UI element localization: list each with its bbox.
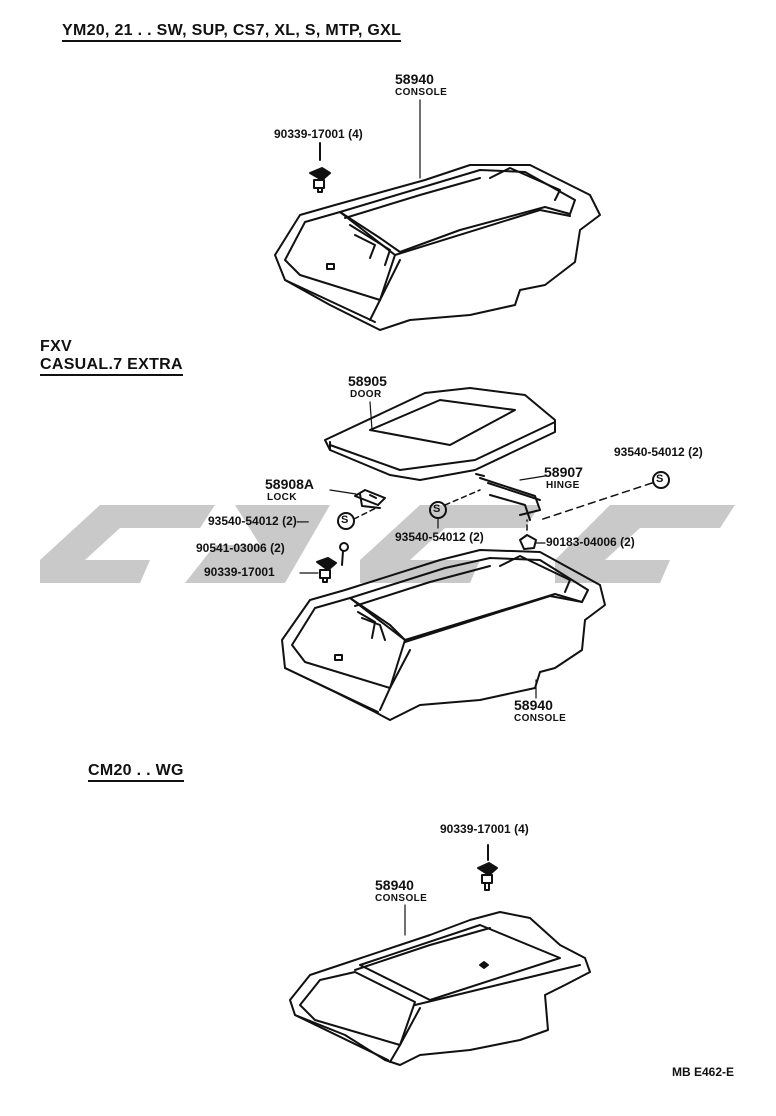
bottom-console-number: 58940 (375, 877, 414, 893)
lock-name: LOCK (267, 492, 297, 503)
nut-drawing (519, 534, 537, 550)
top-console-number: 58940 (395, 71, 434, 87)
washer-center-part: 93540-54012 (2) (395, 530, 484, 544)
washer-center-symbol: S (433, 503, 441, 515)
door-number: 58905 (348, 373, 387, 389)
washer-left-drawing (337, 512, 355, 530)
section-header-middle-line1: FXV (40, 338, 73, 355)
bottom-screw-part: 90339-17001 (4) (440, 822, 529, 836)
washer-left-symbol: S (341, 514, 349, 526)
door-name: DOOR (350, 389, 382, 400)
big-screw-drawing (316, 557, 337, 583)
top-console-drawing (274, 164, 601, 331)
washer-left-part: 93540-54012 (2)— (208, 514, 309, 528)
washer-right-symbol: S (656, 473, 664, 485)
washer-right-drawing (652, 471, 670, 489)
middle-console-name: CONSOLE (514, 713, 567, 724)
top-screw-drawing (309, 142, 331, 193)
hinge-drawing (475, 473, 541, 521)
section-header-middle-line2: CASUAL.7 EXTRA (40, 357, 183, 376)
hinge-name: HINGE (546, 480, 580, 491)
bottom-screw-drawing (477, 844, 498, 891)
middle-console-drawing (281, 549, 606, 721)
washer-right-part: 93540-54012 (2) (614, 445, 703, 459)
small-screw-drawing (339, 542, 349, 566)
section-header-bottom: CM20 . . WG (88, 763, 184, 782)
section-header-top: YM20, 21 . . SW, SUP, CS7, XL, S, MTP, G… (62, 23, 402, 42)
lock-drawing (354, 489, 386, 509)
bottom-console-name: CONSOLE (375, 893, 428, 904)
top-console-name: CONSOLE (395, 87, 448, 98)
diagram-code: MB E462-E (672, 1065, 735, 1079)
nut-part: 90183-04006 (2) (546, 535, 635, 549)
lock-number: 58908A (265, 476, 315, 492)
middle-console-number: 58940 (514, 697, 553, 713)
top-screw-part: 90339-17001 (4) (274, 127, 363, 141)
hinge-number: 58907 (544, 464, 583, 480)
big-screw-part: 90339-17001 (204, 565, 275, 579)
bottom-console-drawing (289, 911, 591, 1066)
small-screw-part: 90541-03006 (2) (196, 541, 285, 555)
door-drawing (324, 387, 556, 481)
